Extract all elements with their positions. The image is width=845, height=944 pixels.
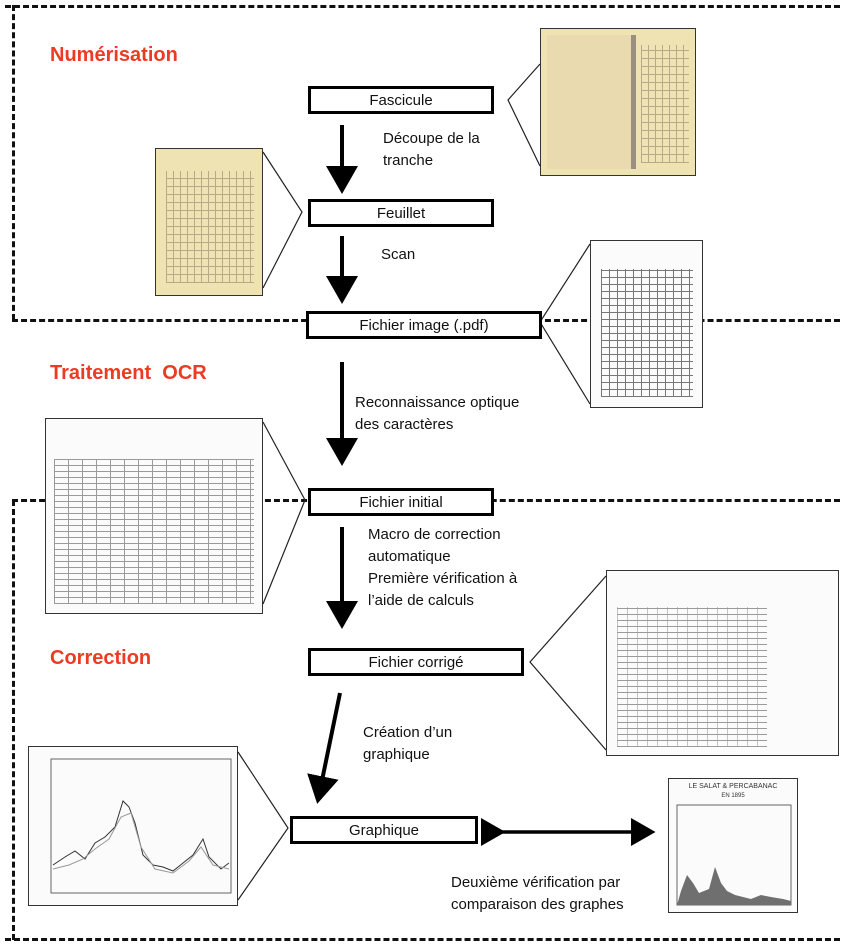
original-graph-title: LE SALAT & PERCABANAC: [688, 783, 778, 790]
section-title-numerisation: Numérisation: [50, 44, 178, 66]
step-macro: Macro de correction automatique Première…: [368, 524, 517, 612]
left-dashed-border: [12, 5, 15, 320]
callout-feuillet: [262, 151, 303, 289]
callout-graphique: [237, 751, 289, 901]
section-title-ocr: Traitement OCR: [50, 362, 207, 384]
fascicule-thumbnail: [540, 28, 696, 176]
pdf-thumbnail: [590, 240, 703, 408]
generated-graph-series-2: [52, 812, 230, 874]
step-creation: Création d’un graphique: [363, 722, 452, 766]
step-scan: Scan: [381, 246, 416, 263]
original-graph-area: [677, 867, 791, 905]
corrected-file-text-lines: [617, 607, 767, 747]
initial-file-thumbnail: [45, 418, 263, 614]
callout-initial: [262, 421, 306, 605]
step-decoupe: Découpe de la tranche: [383, 128, 480, 172]
box-fascicule: Fascicule: [308, 86, 494, 114]
step-macro-line-4: l’aide de calculs: [368, 592, 474, 609]
fascicule-left-page: [547, 35, 636, 169]
step-creation-line-1: Création d’un: [363, 724, 453, 741]
original-graph-subtitle: EN 1895: [721, 793, 745, 799]
box-fichier-image: Fichier image (.pdf): [306, 311, 542, 339]
bottom-dashed-border: [5, 938, 840, 941]
original-graph-plot: [676, 804, 792, 906]
fascicule-table-lines: [641, 45, 689, 163]
step-reconnaissance: Reconnaissance optique des caractères: [355, 392, 519, 436]
callout-pdf: [539, 243, 591, 405]
step-macro-line-2: automatique: [368, 548, 451, 565]
step-macro-line-1: Macro de correction: [368, 526, 501, 543]
top-dashed-border: [5, 5, 840, 8]
arrow-corrige-graphique: [307, 692, 342, 804]
step-decoupe-line-2: tranche: [383, 152, 434, 169]
left-dashed-border-lower: [12, 500, 15, 940]
step-creation-line-2: graphique: [363, 746, 430, 763]
box-graphique: Graphique: [290, 816, 478, 844]
step-deuxieme: Deuxième vérification par comparaison de…: [451, 872, 624, 916]
step-deuxieme-line-2: comparaison des graphes: [451, 896, 624, 913]
callout-fascicule: [507, 63, 541, 167]
section-title-correction: Correction: [50, 647, 152, 669]
generated-graph-plot: [50, 758, 232, 894]
callout-corrige: [529, 575, 607, 751]
step-decoupe-line-1: Découpe de la: [383, 130, 480, 147]
original-graph-thumbnail: LE SALAT & PERCABANAC EN 1895: [668, 778, 798, 913]
step-reconnaissance-line-1: Reconnaissance optique: [355, 394, 520, 411]
initial-file-grid: [54, 459, 254, 604]
step-deuxieme-line-1: Deuxième vérification par: [451, 874, 621, 891]
generated-graph-thumbnail: [28, 746, 238, 906]
box-fichier-corrige: Fichier corrigé: [308, 648, 524, 676]
feuillet-table-lines: [166, 171, 254, 283]
step-reconnaissance-line-2: des caractères: [355, 416, 454, 433]
step-macro-line-3: Première vérification à: [368, 570, 518, 587]
feuillet-thumbnail: [155, 148, 263, 296]
corrected-file-thumbnail: [606, 570, 839, 756]
box-fichier-initial: Fichier initial: [308, 488, 494, 516]
box-feuillet: Feuillet: [308, 199, 494, 227]
pdf-table-lines: [601, 269, 693, 397]
